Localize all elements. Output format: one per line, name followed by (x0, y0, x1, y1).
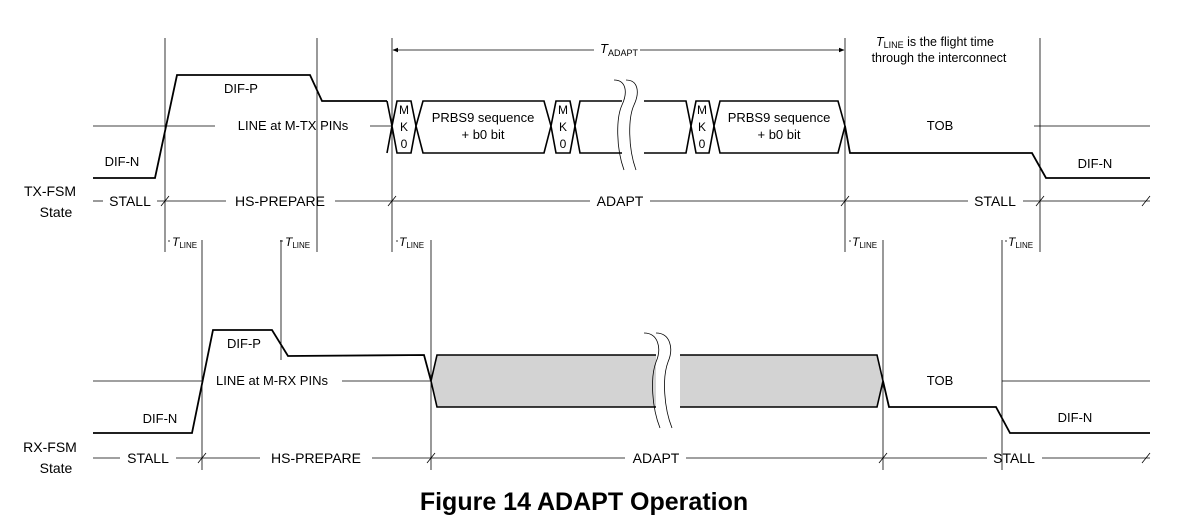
rx-state-adapt: ADAPT (633, 450, 680, 466)
tx-waveform (93, 74, 1150, 179)
rx-state-bar (93, 452, 1151, 464)
figure-caption: Figure 14 ADAPT Operation (419, 488, 749, 516)
tx-mk0-block-1: M K 0 (399, 103, 409, 151)
svg-text:M: M (558, 103, 568, 117)
tx-state-adapt: ADAPT (597, 193, 644, 209)
tline-labels: TLINE TLINE TLINE TLINE TLINE (172, 235, 1033, 250)
rx-fsm-row-label: RX-FSM (23, 439, 77, 455)
tadapt-label: TADAPT (600, 41, 638, 58)
tx-mk0-block-2: M K 0 (558, 103, 568, 151)
tx-break-mark (613, 79, 644, 171)
svg-text:K: K (400, 120, 408, 134)
tx-prbs-block-1: PRBS9 sequence + b0 bit (432, 110, 535, 142)
tx-line-label: LINE at M-TX PINs (238, 118, 349, 133)
tline-label-2: TLINE (285, 235, 310, 250)
flight-note-line2: through the interconnect (872, 51, 1007, 65)
svg-text:PRBS9 sequence: PRBS9 sequence (432, 110, 535, 125)
tx-dif-p-label: DIF-P (224, 81, 258, 96)
tx-state-stall-2: STALL (974, 193, 1016, 209)
rx-timing-markers (201, 240, 1003, 470)
tline-label-3: TLINE (399, 235, 424, 250)
tx-dif-n-left-label: DIF-N (105, 154, 140, 169)
tline-label-5: TLINE (1008, 235, 1033, 250)
tx-adapt-blocks (386, 100, 846, 154)
rx-dif-n-left-label: DIF-N (143, 411, 178, 426)
rx-state-stall-2: STALL (993, 450, 1035, 466)
svg-text:M: M (399, 103, 409, 117)
rx-state-stall-1: STALL (127, 450, 169, 466)
adapt-timing-diagram: TADAPT TLINE is the flight time through … (23, 35, 1151, 476)
tx-timing-markers (164, 38, 1041, 252)
tx-state-stall-1: STALL (109, 193, 151, 209)
svg-text:K: K (698, 120, 706, 134)
rx-break-mark (643, 332, 680, 429)
svg-text:PRBS9 sequence: PRBS9 sequence (728, 110, 831, 125)
tx-tob-label: TOB (927, 118, 954, 133)
rx-tob-label: TOB (927, 373, 954, 388)
tx-mk0-block-3: M K 0 (697, 103, 707, 151)
svg-text:+ b0 bit: + b0 bit (461, 127, 504, 142)
svg-text:K: K (559, 120, 567, 134)
tx-fsm-row-label-2: State (40, 204, 73, 220)
svg-text:0: 0 (401, 137, 408, 151)
svg-text:+ b0 bit: + b0 bit (757, 127, 800, 142)
rx-line-label: LINE at M-RX PINs (216, 373, 328, 388)
rx-fsm-row-label-2: State (40, 460, 73, 476)
tline-label-1: TLINE (172, 235, 197, 250)
tx-state-bar (93, 195, 1151, 207)
rx-state-hs-prepare: HS-PREPARE (271, 450, 361, 466)
flight-note-line1: TLINE is the flight time (876, 35, 994, 50)
rx-dif-n-right-label: DIF-N (1058, 410, 1093, 425)
svg-text:M: M (697, 103, 707, 117)
tx-fsm-row-label: TX-FSM (24, 183, 76, 199)
tx-state-hs-prepare: HS-PREPARE (235, 193, 325, 209)
svg-text:0: 0 (699, 137, 706, 151)
rx-dif-p-label: DIF-P (227, 336, 261, 351)
tline-label-4: TLINE (852, 235, 877, 250)
rx-waveform (93, 329, 1150, 434)
tx-prbs-block-2: PRBS9 sequence + b0 bit (728, 110, 831, 142)
svg-text:0: 0 (560, 137, 567, 151)
tx-dif-n-right-label: DIF-N (1078, 156, 1113, 171)
